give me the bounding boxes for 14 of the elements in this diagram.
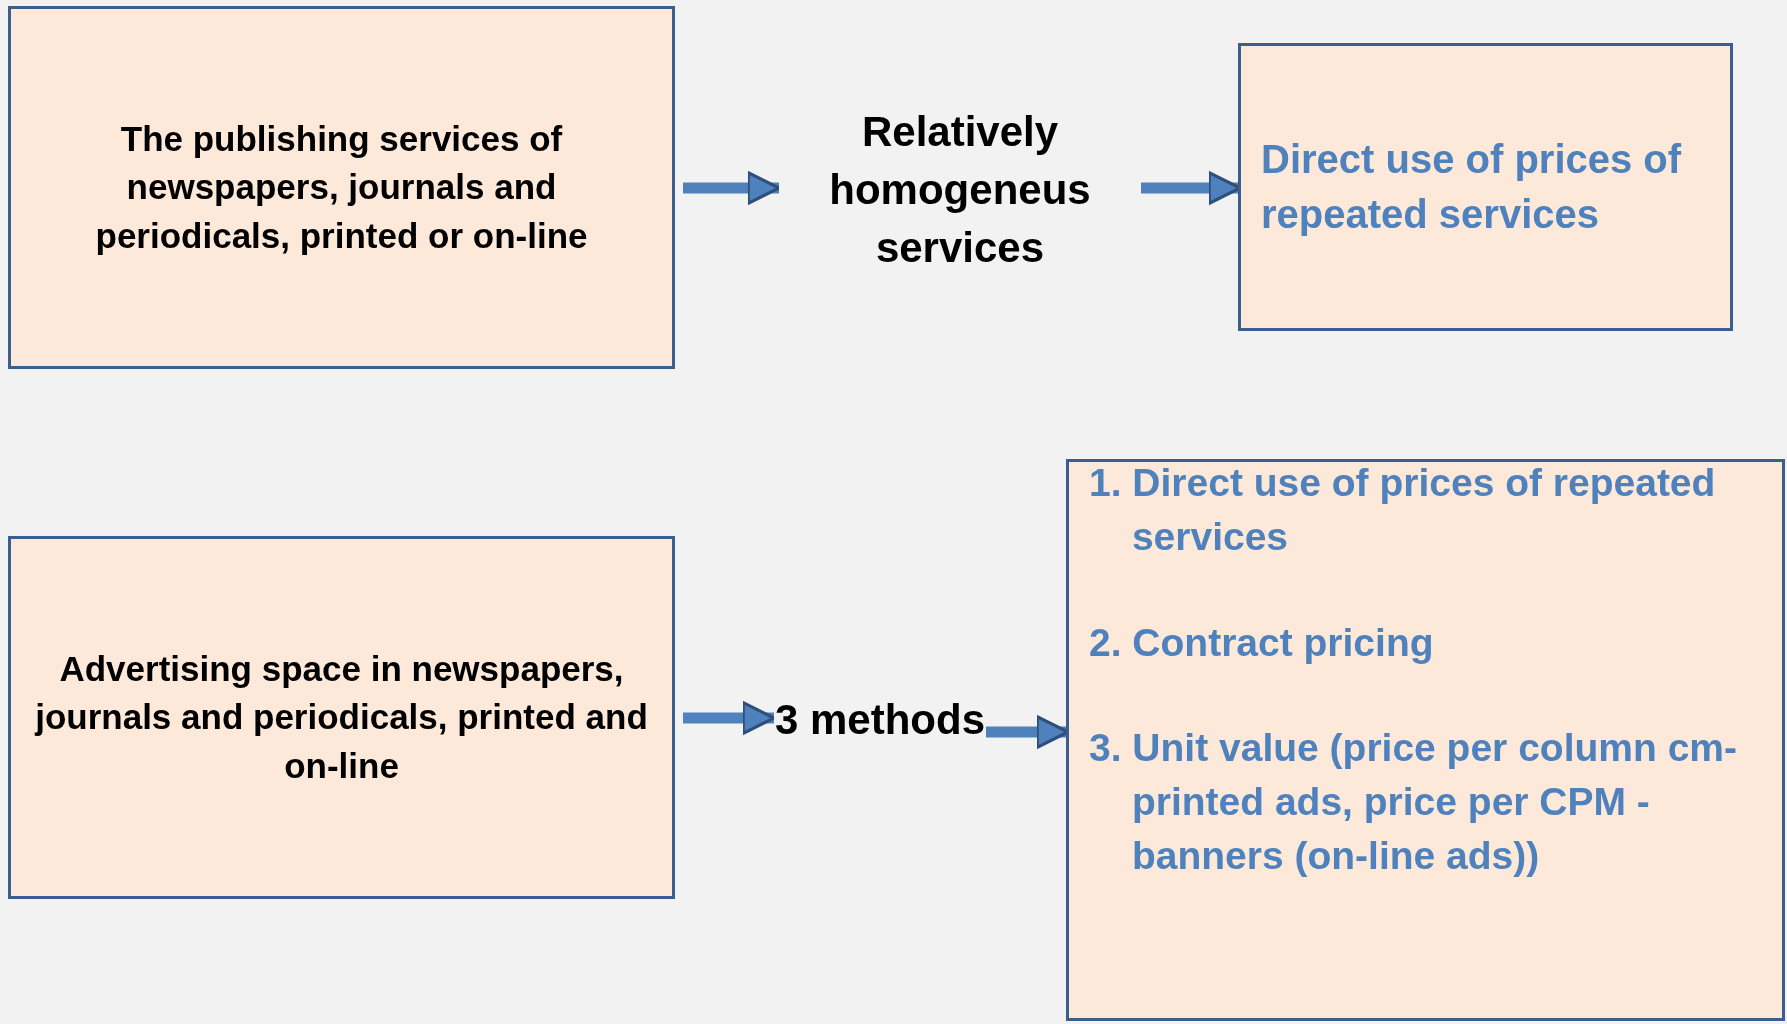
node-text: Direct use of prices of repeated services	[1261, 135, 1683, 238]
node-text: Relatively homogeneus services	[828, 107, 1092, 273]
text-box	[1066, 459, 1785, 1021]
list-item: 1. Direct use of prices of repeated services	[1089, 460, 1717, 560]
block-arrow	[683, 171, 781, 205]
node-text: Advertising space in newspapers, journals and periodicals, printed and on-line	[33, 648, 649, 787]
list-item: 3. Unit value (price per column cm- printed ads, price per CPM - banners (on-line ads))	[1089, 725, 1738, 880]
text-box	[8, 6, 675, 369]
text-box	[1238, 43, 1733, 331]
block-arrow	[683, 701, 776, 735]
text-box	[8, 536, 675, 899]
list-item: 2. Contract pricing	[1089, 619, 1435, 666]
node-text: The publishing services of newspapers, journals and periodicals, printed or on-line	[94, 118, 589, 257]
node-text: 3 methods	[773, 695, 986, 745]
